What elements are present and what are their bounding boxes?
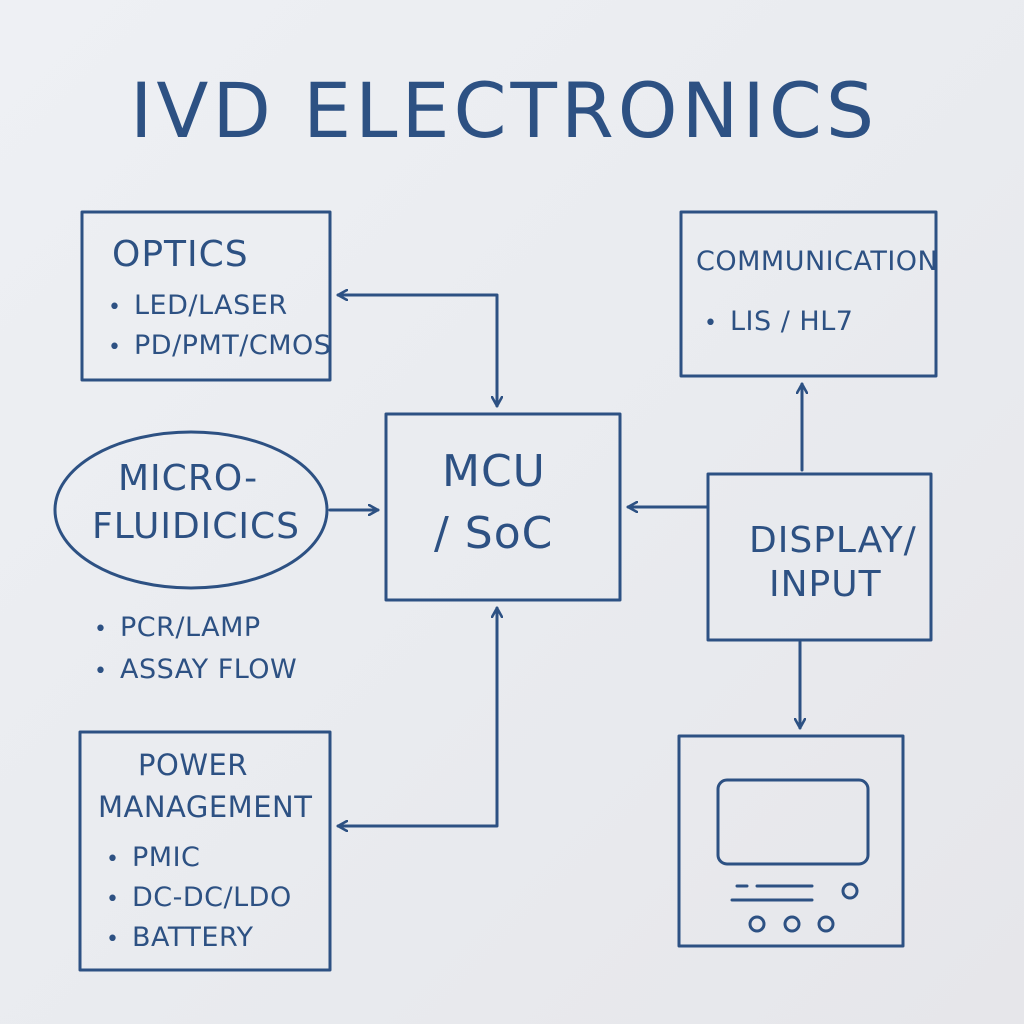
power-box	[78, 730, 332, 972]
optics-title: OPTICS	[112, 234, 249, 275]
power-title-line2: MANAGEMENT	[98, 790, 313, 824]
optics-box	[80, 210, 332, 382]
communication-title: COMMUNICATION	[696, 246, 939, 277]
diagram-title: IVD ELECTRONICS	[130, 66, 879, 155]
microfluidics-title-line1: MICRO-	[118, 458, 259, 499]
display-label-line1: DISPLAY/	[749, 520, 917, 561]
mcu-box	[384, 412, 622, 602]
microfluidics-bullet-2: ASSAY FLOW	[94, 654, 297, 685]
device-screen-icon	[716, 778, 870, 933]
mcu-label-line1: MCU	[442, 446, 546, 497]
arrow-optics-mcu	[336, 295, 497, 408]
communication-bullet-1: LIS / HL7	[704, 306, 853, 337]
mcu-label-line2: / SoC	[434, 508, 554, 559]
power-bullet-2: DC-DC/LDO	[106, 882, 292, 913]
microfluidics-bullet-1: PCR/LAMP	[94, 612, 261, 643]
power-title-line1: POWER	[138, 748, 248, 782]
microfluidics-ellipse	[53, 430, 329, 590]
display-label-line2: INPUT	[769, 564, 882, 605]
optics-bullet-2: PD/PMT/CMOS	[108, 330, 331, 361]
power-bullet-3: BATTERY	[106, 922, 254, 953]
display-box	[706, 472, 933, 642]
optics-bullet-1: LED/LASER	[108, 290, 288, 321]
communication-box	[679, 210, 938, 378]
power-bullet-1: PMIC	[106, 842, 200, 873]
arrow-mcu-power	[336, 606, 497, 826]
device-box	[677, 734, 905, 948]
microfluidics-title-line2: FLUIDICICS	[92, 506, 301, 547]
